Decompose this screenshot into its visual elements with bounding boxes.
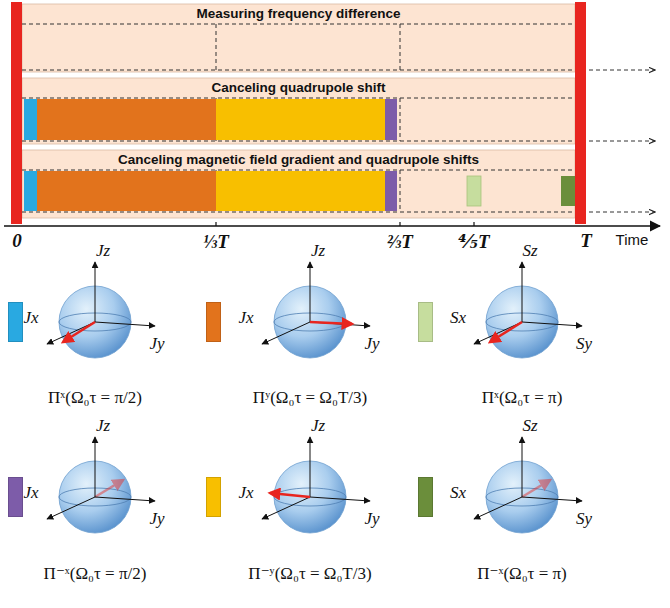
dashed-guides <box>22 24 655 212</box>
bloch-axis <box>522 497 582 501</box>
pulse-swatch <box>206 302 221 342</box>
bloch-axis <box>310 262 311 322</box>
axis-name: Jx <box>23 309 38 328</box>
band-title: Canceling magnetic field gradient and qu… <box>22 150 575 167</box>
bloch-sphere <box>47 262 155 358</box>
axis-name: Sy <box>576 335 592 354</box>
bloch-axis <box>95 497 155 501</box>
sequence-band <box>22 4 575 72</box>
end-bar <box>575 2 586 224</box>
pulse-caption: Πʸ(Ω₀τ = Ω₀T/3) <box>253 388 367 408</box>
time-tick-label: ⅘T <box>458 232 489 253</box>
pulse-caption: Πˣ(Ω₀τ = π) <box>482 388 563 408</box>
pulse-caption: Π⁻ʸ(Ω₀τ = Ω₀T/3) <box>248 563 371 584</box>
bloch-axis <box>262 322 310 344</box>
pulse-swatch <box>418 477 433 517</box>
pulse-block <box>37 171 216 211</box>
bloch-axis <box>262 497 310 519</box>
axis-name: Jz <box>96 242 110 261</box>
pulse-block <box>24 99 37 140</box>
axis-name: Jz <box>311 417 325 436</box>
axis-name: Sy <box>576 510 592 529</box>
bloch-axis <box>310 322 370 326</box>
sequence-band <box>22 150 575 218</box>
axis-title: Time <box>616 232 649 249</box>
bloch-sphere <box>262 437 370 533</box>
bloch-axis <box>95 262 96 322</box>
pulse-swatch <box>206 477 221 517</box>
bloch-axis <box>47 497 95 519</box>
pulse-block <box>216 99 385 140</box>
pulse-block <box>385 99 397 140</box>
bloch-sphere <box>474 262 582 358</box>
axis-name: Jy <box>149 335 164 354</box>
pulse-block <box>467 176 481 206</box>
axis-name: Sx <box>450 309 466 328</box>
time-axis <box>4 225 660 227</box>
pulse-swatch <box>418 302 433 342</box>
state-arrow <box>522 480 550 497</box>
state-arrow <box>490 322 522 342</box>
sequence-band <box>22 78 575 144</box>
bloch-axis <box>522 322 582 326</box>
state-arrow <box>63 322 95 342</box>
bloch-spheres <box>47 262 582 533</box>
pulse-caption: Πˣ(Ω₀τ = π/2) <box>48 388 142 408</box>
bloch-sphere <box>474 437 582 533</box>
pulse-block <box>216 171 385 211</box>
axis-name: Jz <box>96 417 110 436</box>
pulse-block <box>24 171 37 211</box>
pulse-swatch <box>8 302 23 342</box>
axis-name: Sx <box>450 484 466 503</box>
time-tick-label: T <box>580 231 592 252</box>
axis-name: Jx <box>23 484 38 503</box>
axis-name: Jy <box>149 510 164 529</box>
state-arrow <box>310 322 352 324</box>
bloch-axis <box>474 497 522 519</box>
axis-name: Sz <box>522 417 537 436</box>
state-arrow <box>270 493 310 497</box>
bloch-sphere <box>47 437 155 533</box>
sequence-band: Canceling quadrupole shift <box>22 78 575 95</box>
pulse-caption: Π⁻ˣ(Ω₀τ = π/2) <box>44 563 147 584</box>
axis-name: Jz <box>311 242 325 261</box>
time-tick-label: 0 <box>12 231 22 252</box>
pulse-block <box>37 99 216 140</box>
bloch-sphere <box>262 262 370 358</box>
axis-ticks <box>216 222 474 226</box>
band-title: Canceling quadrupole shift <box>22 78 575 95</box>
axis-name: Jy <box>364 335 379 354</box>
time-tick-label: ⅔T <box>387 232 413 253</box>
axis-name: Jy <box>364 510 379 529</box>
pulse-block <box>385 171 397 211</box>
bloch-axis <box>95 322 155 326</box>
sequence-band: Canceling magnetic field gradient and qu… <box>22 150 575 167</box>
bloch-axis <box>47 322 95 344</box>
bloch-axis <box>474 322 522 344</box>
sequence-band: Measuring frequency difference <box>22 4 575 21</box>
bloch-axis <box>522 437 523 497</box>
start-bar <box>11 2 22 224</box>
axis-name: Jx <box>238 309 253 328</box>
bloch-axis <box>310 437 311 497</box>
band-title: Measuring frequency difference <box>22 4 575 21</box>
state-arrow <box>95 480 123 497</box>
pulse-block <box>561 176 575 206</box>
bloch-axis <box>522 262 523 322</box>
pulse-swatch <box>8 477 23 517</box>
bloch-axis <box>310 497 370 501</box>
axis-name: Sz <box>522 242 537 261</box>
bloch-axis <box>95 437 96 497</box>
time-tick-label: ⅓T <box>203 232 229 253</box>
pulse-caption: Π⁻ˣ(Ω₀τ = π) <box>477 563 567 584</box>
axis-name: Jx <box>238 484 253 503</box>
